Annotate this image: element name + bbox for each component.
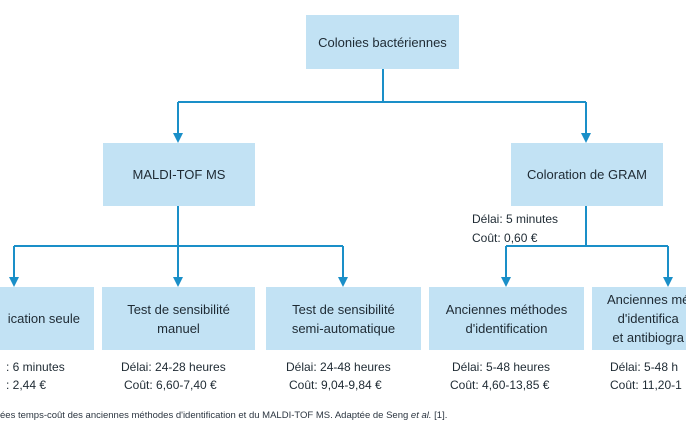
node-identification-seule: ication seule <box>0 287 94 350</box>
leaf-old-antibiogram-delay: Délai: 5-48 h <box>610 360 679 374</box>
caption-text: ées temps-coût des anciennes méthodes d'… <box>0 410 411 421</box>
node-test-sensibilite-manuel: Test de sensibilité manuel <box>102 287 255 350</box>
leaf-manual-delay: Délai: 24-28 heures <box>121 360 226 374</box>
caption-ref: [1]. <box>431 410 448 421</box>
leaf-old-methods-delay: Délai: 5-48 heures <box>452 360 551 374</box>
figure-caption: ées temps-coût des anciennes méthodes d'… <box>0 410 447 421</box>
leaf-identification-delay: : 6 minutes <box>6 360 65 374</box>
node-label: Anciennes méthodes d'identification <box>445 301 568 336</box>
leaf-old-antibiogram-cost: Coût: 11,20-1 <box>610 378 682 392</box>
caption-italic: et al. <box>410 410 432 421</box>
node-anciennes-methodes-antibiogramme: Anciennes mé d'identifica et antibiogra <box>592 287 686 350</box>
node-label: Test de sensibilité semi-automatique <box>291 301 396 336</box>
node-label: MALDI-TOF MS <box>132 167 226 182</box>
node-label: Coloration de GRAM <box>527 167 647 182</box>
node-label: Anciennes mé d'identifica et antibiogra <box>607 292 686 345</box>
node-colonies-bacteriennes: Colonies bactériennes <box>306 15 459 69</box>
node-test-sensibilite-semi-automatique: Test de sensibilité semi-automatique <box>266 287 421 350</box>
gram-cost: Coût: 0,60 € <box>472 231 538 245</box>
leaf-semiauto-cost: Coût: 9,04-9,84 € <box>289 378 382 392</box>
leaf-manual-cost: Coût: 6,60-7,40 € <box>124 378 217 392</box>
leaf-semiauto-delay: Délai: 24-48 heures <box>286 360 391 374</box>
node-maldi-tof: MALDI-TOF MS <box>103 143 255 206</box>
gram-delay: Délai: 5 minutes <box>472 212 559 226</box>
node-anciennes-methodes: Anciennes méthodes d'identification <box>429 287 584 350</box>
node-label: ication seule <box>7 311 80 326</box>
node-coloration-gram: Coloration de GRAM <box>511 143 663 206</box>
node-label: Test de sensibilité manuel <box>127 301 230 336</box>
leaf-old-methods-cost: Coût: 4,60-13,85 € <box>450 378 550 392</box>
leaf-identification-cost: : 2,44 € <box>6 378 47 392</box>
node-label: Colonies bactériennes <box>318 34 447 50</box>
